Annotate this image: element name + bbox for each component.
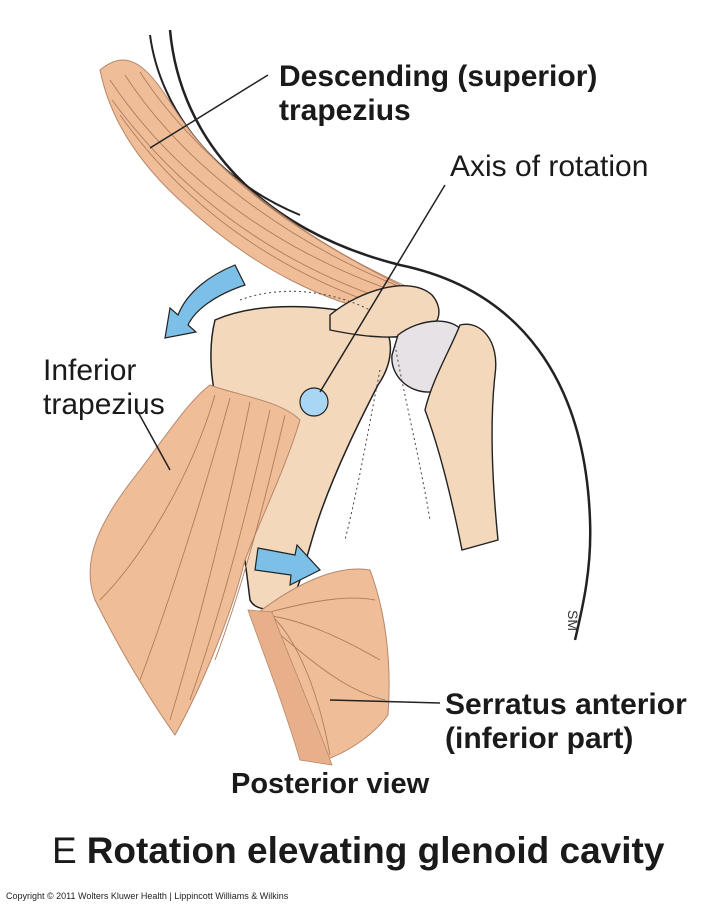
- acromion: [329, 285, 440, 338]
- leader-axis: [319, 184, 446, 393]
- artist-signature: SM: [565, 610, 581, 631]
- leader-descending: [149, 74, 269, 149]
- humerus: [424, 323, 499, 551]
- label-inferior-trapezius: Inferior trapezius: [43, 354, 165, 422]
- label-inferior-line1: Inferior: [43, 354, 137, 387]
- label-serratus-anterior: Serratus anterior (inferior part): [445, 688, 687, 756]
- label-descending-line1: Descending (superior): [279, 60, 598, 93]
- dotted-outline: [239, 290, 431, 541]
- inferior-trapezius-muscle: [89, 384, 301, 736]
- label-descending-line2: trapezius: [279, 93, 411, 127]
- copyright-notice: Copyright © 2011 Wolters Kluwer Health |…: [6, 891, 289, 901]
- leader-serratus: [329, 699, 441, 704]
- lower-rotation-arrow: [254, 543, 321, 587]
- leader-inferior: [137, 411, 171, 471]
- label-serratus-line1: Serratus anterior: [445, 688, 687, 721]
- descending-trapezius-fibers: [109, 71, 411, 313]
- axis-marker: [299, 387, 329, 417]
- label-serratus-line2: (inferior part): [445, 721, 634, 755]
- caption-letter: E: [52, 830, 77, 871]
- inferior-trapezius-fibers: [99, 394, 286, 721]
- caption-text: Rotation elevating glenoid cavity: [86, 830, 665, 871]
- body-contour-outer: [168, 29, 592, 641]
- label-descending-trapezius: Descending (superior) trapezius: [279, 60, 597, 128]
- upper-rotation-arrow: [164, 264, 246, 339]
- lower-muscle-strip: [247, 609, 333, 766]
- label-axis-of-rotation: Axis of rotation: [450, 150, 649, 183]
- label-inferior-line2: trapezius: [43, 387, 165, 421]
- label-posterior-view: Posterior view: [231, 768, 430, 800]
